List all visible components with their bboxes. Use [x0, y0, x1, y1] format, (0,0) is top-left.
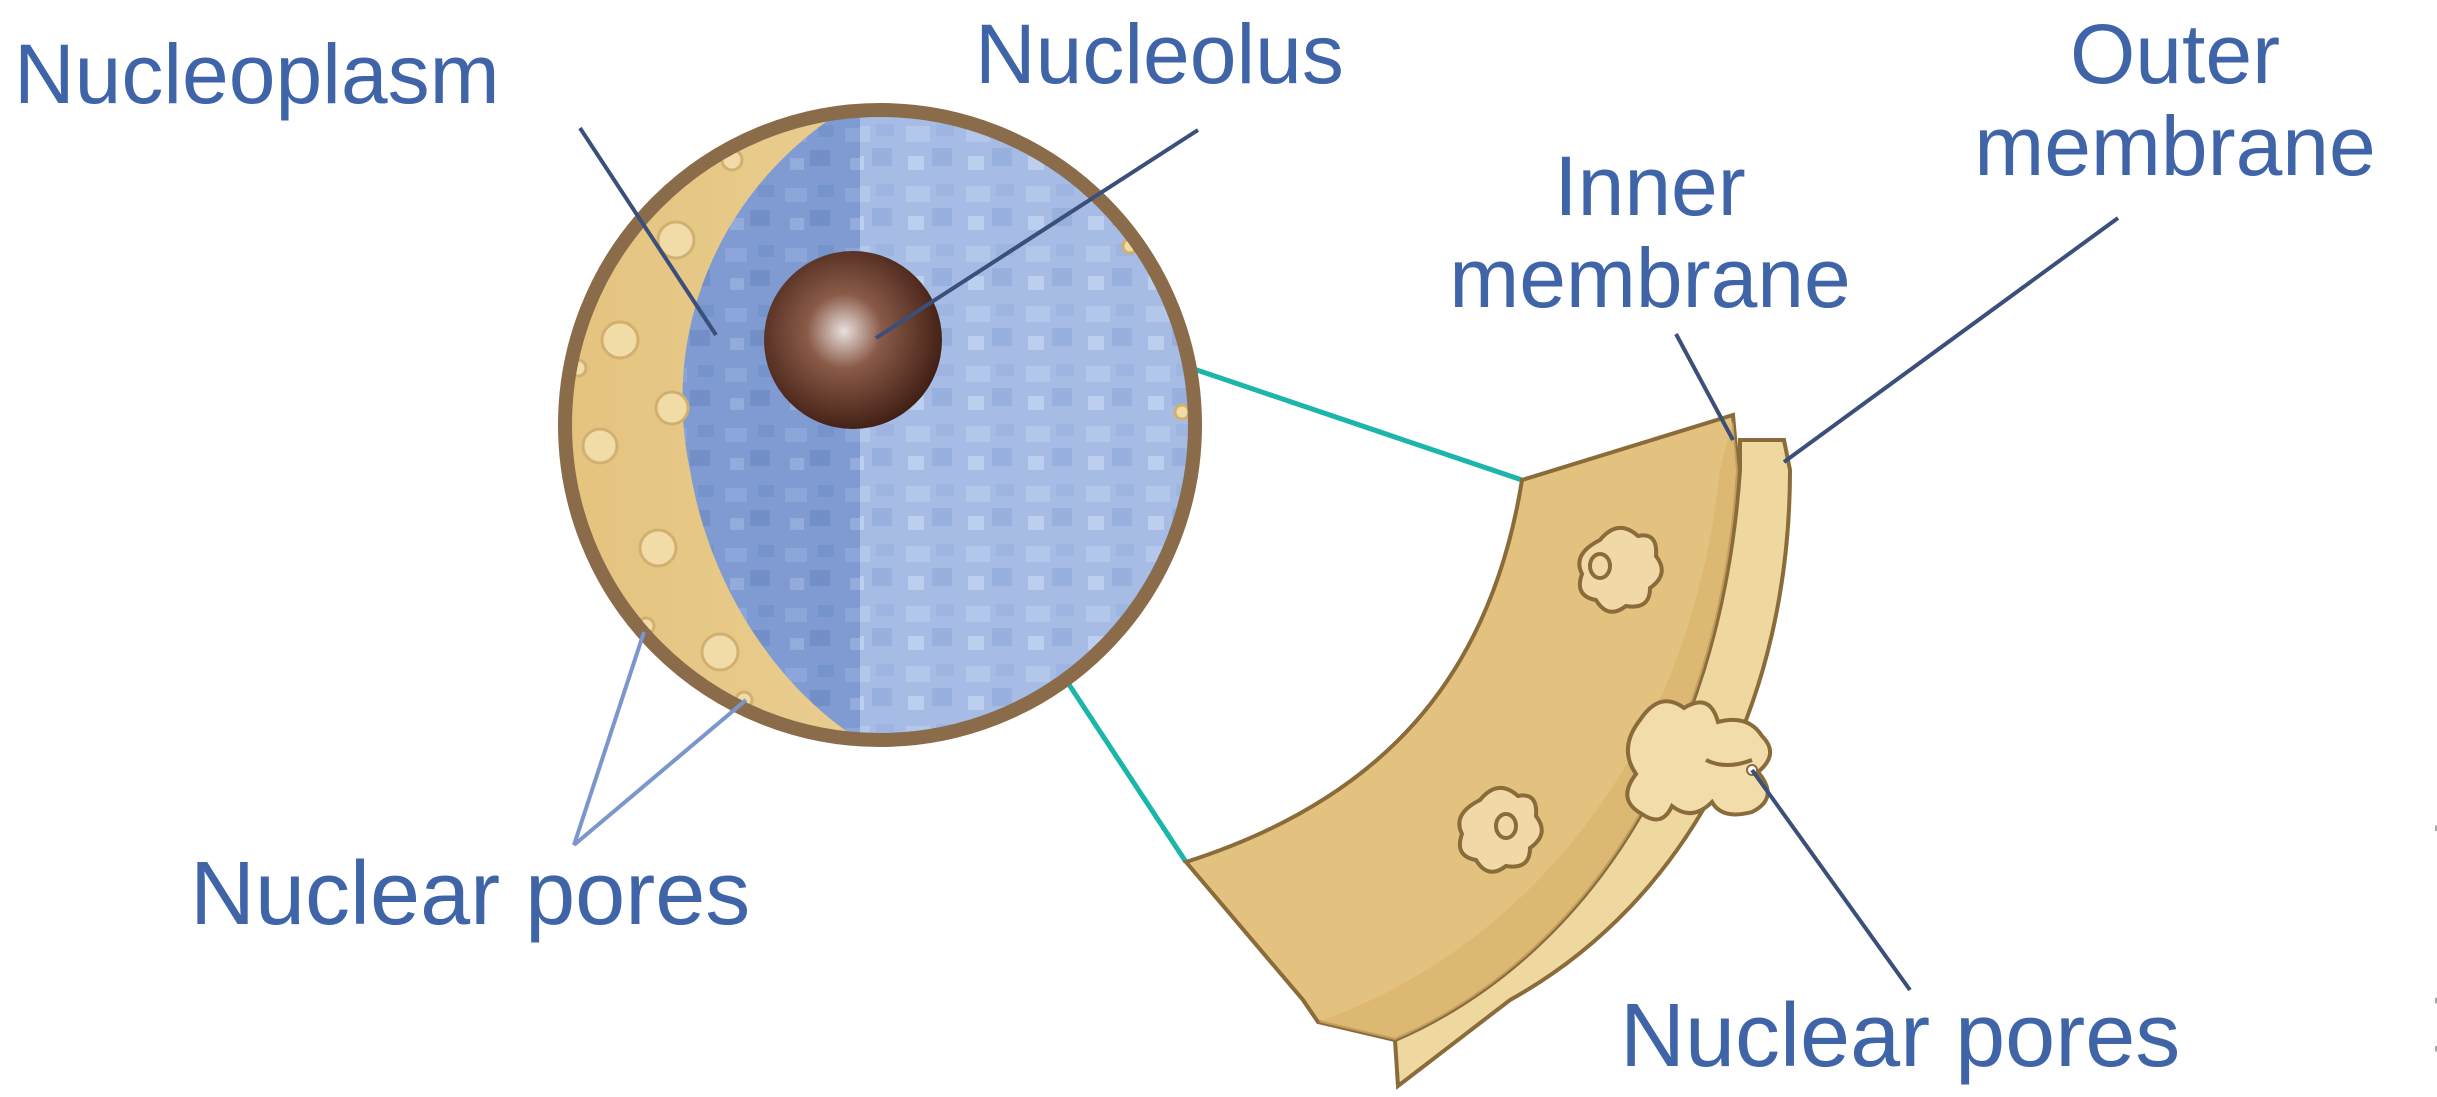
zoom-connector-lower	[1066, 680, 1186, 862]
label-nucleoplasm: Nucleoplasm	[14, 28, 500, 120]
label-outer-membrane-line2: membrane	[1935, 100, 2415, 192]
label-outer-membrane-line1: Outer	[1935, 8, 2415, 100]
label-nuclear-pores-right: Nuclear pores	[1620, 990, 2180, 1082]
nucleus	[565, 100, 1260, 750]
label-inner-membrane-line2: membrane	[1400, 232, 1900, 324]
label-nuclear-pores-left: Nuclear pores	[190, 848, 750, 940]
section-pore-cutaway	[1627, 701, 1770, 819]
label-inner-membrane-line1: Inner	[1400, 140, 1900, 232]
label-nucleolus: Nucleolus	[975, 8, 1344, 100]
label-outer-membrane: Outer membrane	[1935, 8, 2415, 192]
nuclear-pores-right-leader	[1752, 770, 1910, 990]
watermark: BiologyWise.com	[2425, 622, 2437, 1097]
nucleolus	[764, 251, 942, 429]
zoom-connector-upper	[1185, 366, 1522, 480]
label-inner-membrane: Inner membrane	[1400, 140, 1900, 324]
